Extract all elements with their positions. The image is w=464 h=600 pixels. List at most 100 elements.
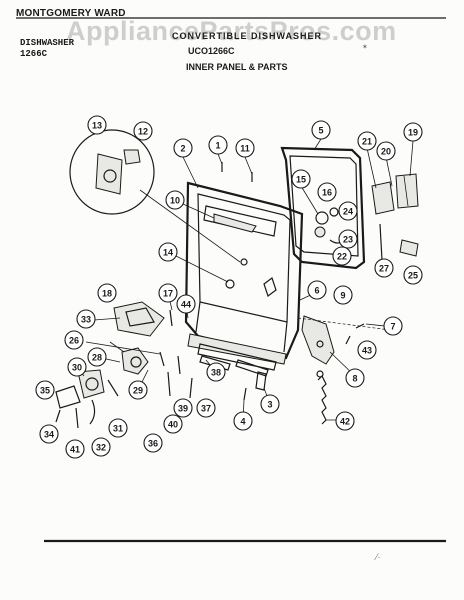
callout-6: 6 [307, 280, 327, 300]
callout-5: 5 [311, 120, 331, 140]
callout-bubble [158, 283, 178, 303]
callout-number: 11 [240, 144, 250, 154]
callout-43: 43 [357, 340, 377, 360]
callout-number: 14 [163, 248, 173, 258]
callout-number: 24 [343, 207, 353, 217]
callout-number: 37 [201, 404, 211, 414]
callout-bubble [317, 182, 337, 202]
callout-bubble [76, 309, 96, 329]
callout-bubble [235, 138, 255, 158]
callout-number: 16 [322, 188, 332, 198]
callout-bubble [311, 120, 331, 140]
callout-number: 4 [240, 417, 245, 427]
callout-number: 28 [92, 353, 102, 363]
callout-bubble [335, 411, 355, 431]
callout-39: 39 [173, 398, 193, 418]
callout-number: 7 [390, 322, 395, 332]
callout-bubble [108, 418, 128, 438]
callout-number: 25 [408, 271, 418, 281]
inner-door-panel [184, 181, 304, 360]
callout-bubble [345, 368, 365, 388]
callout-number: 44 [181, 300, 191, 310]
callout-number: 43 [362, 346, 372, 356]
watermark: AppliancePartsPros.com [66, 16, 397, 46]
callout-30: 30 [67, 357, 87, 377]
callout-bubble [196, 398, 216, 418]
callout-bubble [67, 357, 87, 377]
callout-bubble [97, 283, 117, 303]
callout-number: 13 [92, 121, 102, 131]
callout-26: 26 [64, 330, 84, 350]
callout-bubble [307, 280, 327, 300]
callout-number: 5 [318, 126, 323, 136]
callout-bubble [208, 135, 228, 155]
model-number-short: 1266C [20, 49, 48, 59]
callout-bubble [291, 169, 311, 189]
callout-bubble [65, 439, 85, 459]
callout-24: 24 [338, 201, 358, 221]
lower-left-mechanism [55, 347, 149, 429]
callout-10: 10 [165, 190, 185, 210]
callout-42: 42 [335, 411, 355, 431]
detail-inset [69, 129, 241, 263]
callout-25: 25 [403, 265, 423, 285]
callout-44: 44 [176, 294, 196, 314]
callout-number: 15 [296, 175, 306, 185]
callout-number: 9 [340, 291, 345, 301]
callout-bubble [64, 330, 84, 350]
callout-bubble [128, 380, 148, 400]
callout-13: 13 [87, 115, 107, 135]
callout-number: 19 [408, 128, 418, 138]
callout-bubble [403, 265, 423, 285]
section-title: INNER PANEL & PARTS [186, 62, 288, 72]
callout-27: 27 [374, 258, 394, 278]
callout-bubble [87, 347, 107, 367]
callout-number: 41 [70, 445, 80, 455]
callout-bubble [338, 229, 358, 249]
callout-number: 34 [44, 430, 54, 440]
model-number: UCO1266C [188, 46, 235, 56]
door-spring [316, 370, 327, 425]
callout-33: 33 [76, 309, 96, 329]
diagram-title-line: CONVERTIBLE DISHWASHER [172, 31, 323, 41]
callout-12: 12 [133, 121, 153, 141]
callout-number: 12 [138, 127, 148, 137]
brand-label: MONTGOMERY WARD [16, 8, 126, 19]
callout-number: 10 [170, 196, 180, 206]
callout-bubble [357, 340, 377, 360]
callout-bubble [39, 424, 59, 444]
callout-31: 31 [108, 418, 128, 438]
callout-2: 2 [173, 138, 193, 158]
callout-37: 37 [196, 398, 216, 418]
callout-number: 38 [211, 368, 221, 378]
callout-number: 31 [113, 424, 123, 434]
callout-bubble [173, 398, 193, 418]
callout-15: 15 [291, 169, 311, 189]
callout-3: 3 [260, 394, 280, 414]
callout-number: 8 [352, 374, 357, 384]
bottom-rail-parts [187, 333, 287, 391]
callout-40: 40 [163, 414, 183, 434]
callout-number: 26 [69, 336, 79, 346]
callout-bubble [87, 115, 107, 135]
callout-bubble [260, 394, 280, 414]
handle [113, 301, 165, 337]
latch-assembly [371, 173, 419, 261]
callout-20: 20 [376, 141, 396, 161]
callout-bubble [332, 246, 352, 266]
callout-number: 39 [178, 404, 188, 414]
callout-14: 14 [158, 242, 178, 262]
callout-bubble [173, 138, 193, 158]
hinge-arm [297, 315, 391, 365]
callout-bubble [176, 294, 196, 314]
callout-35: 35 [35, 380, 55, 400]
callout-number: 23 [343, 235, 353, 245]
callout-bubble [91, 437, 111, 457]
callout-number: 27 [379, 264, 389, 274]
callout-number: 17 [163, 289, 173, 299]
product-label: DISHWASHER [20, 38, 75, 48]
callout-number: 42 [340, 417, 350, 427]
